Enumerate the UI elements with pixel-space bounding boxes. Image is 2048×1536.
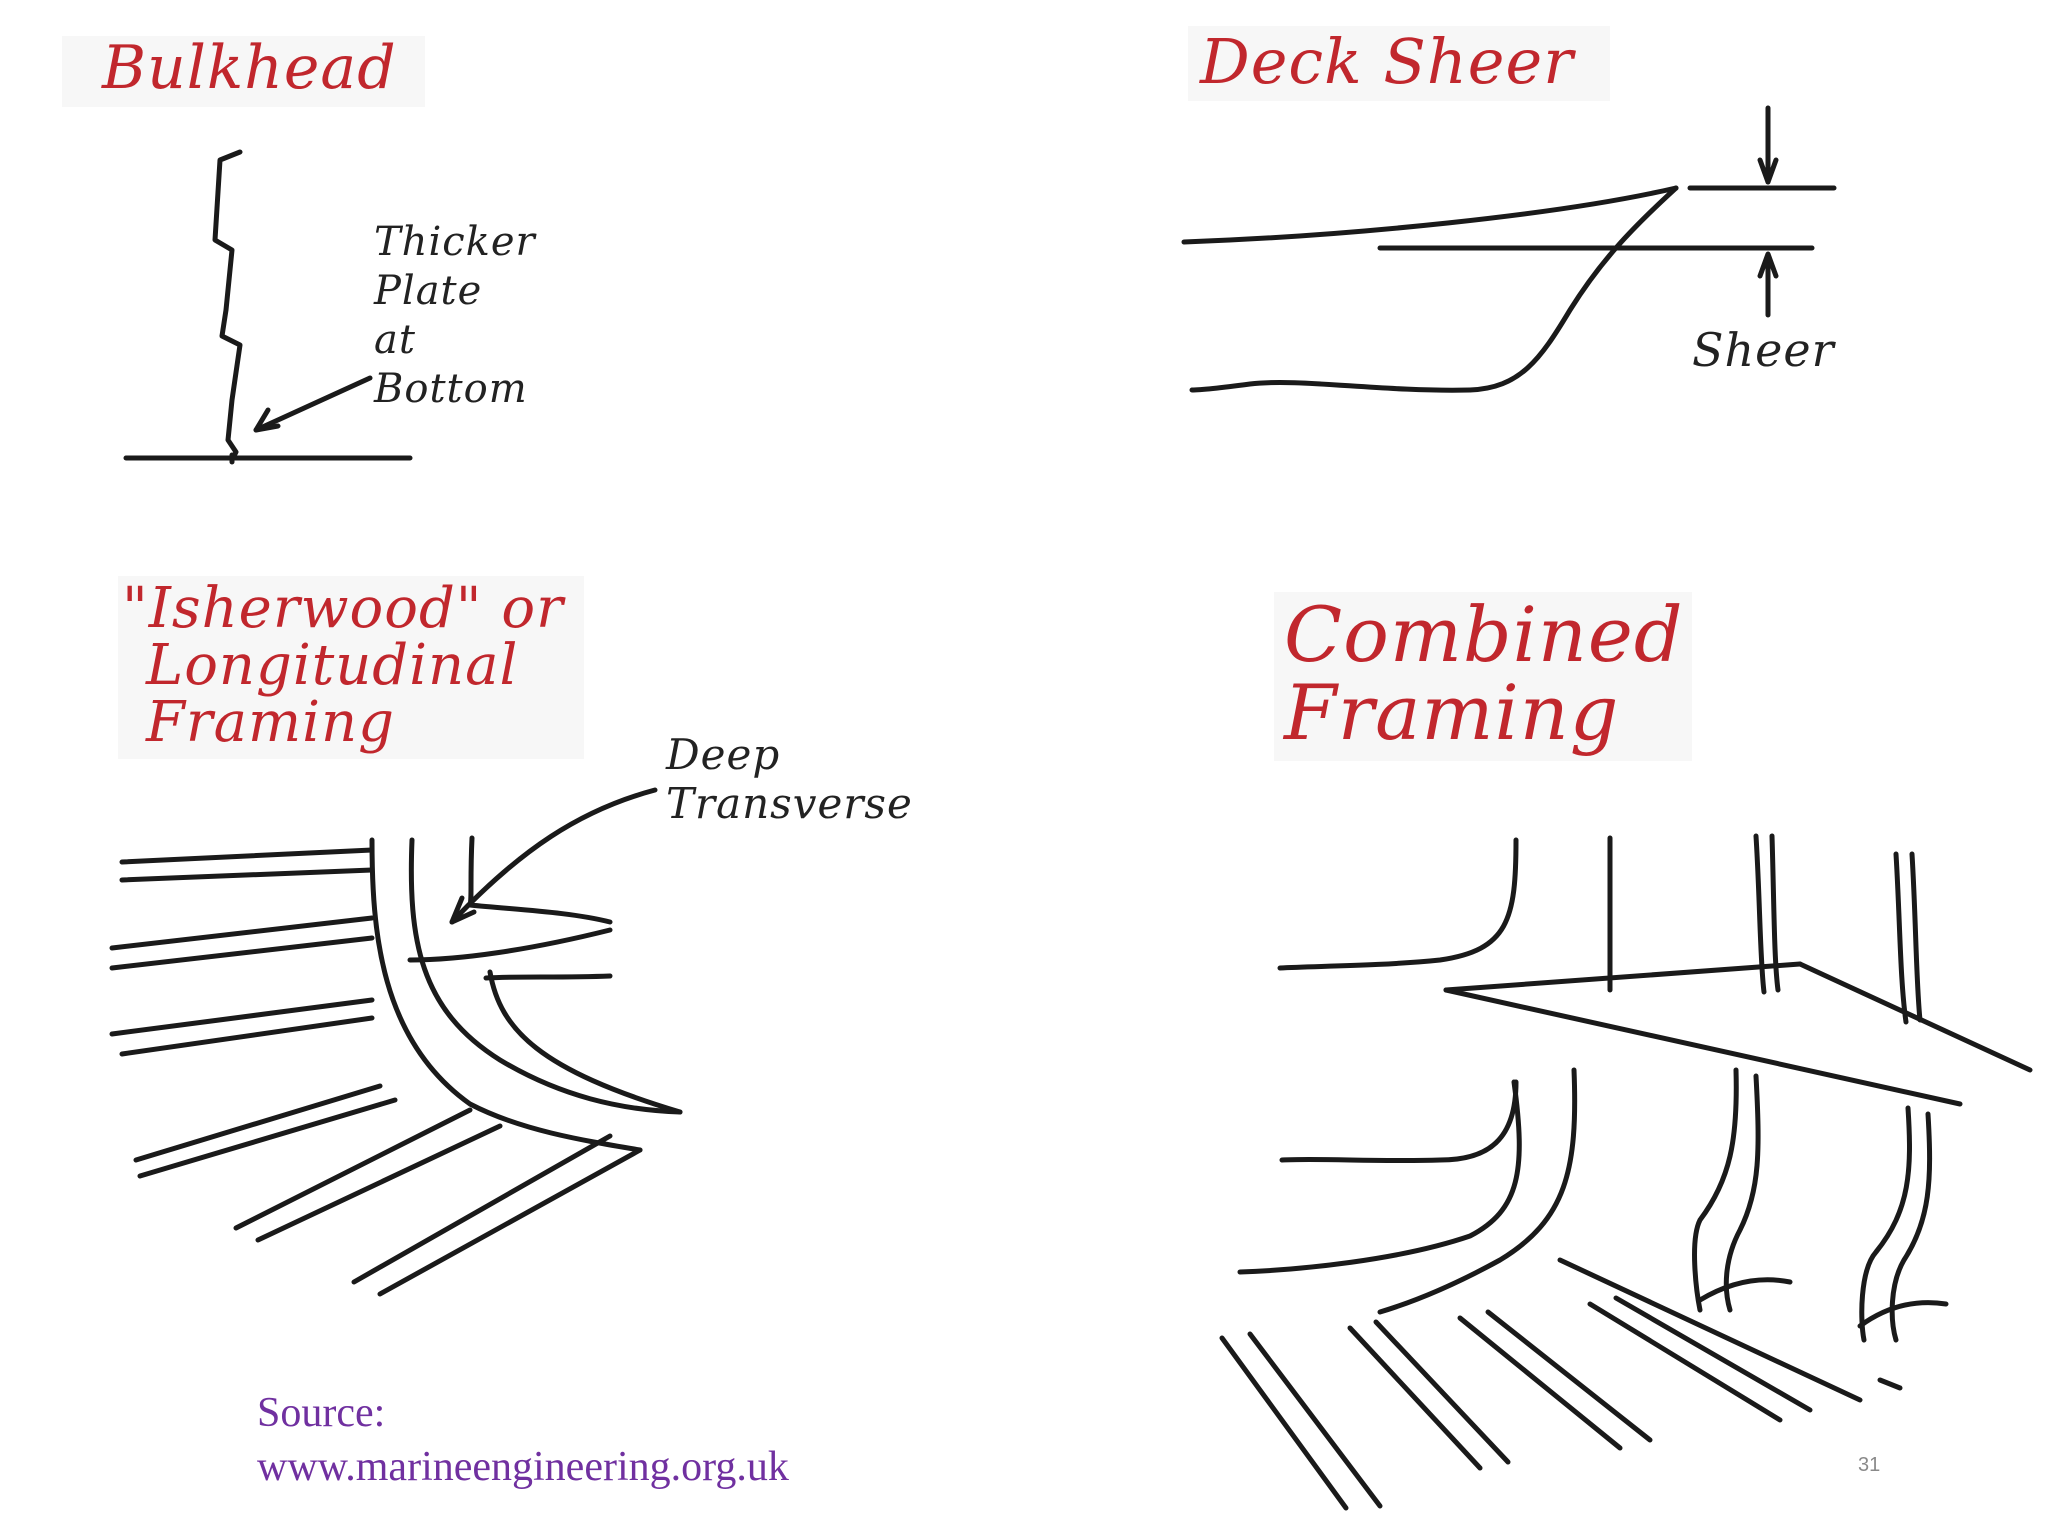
- bulkhead-sketch: [123, 149, 413, 465]
- combined-title: Combined Framing: [1274, 590, 1692, 762]
- note-line: at: [374, 317, 416, 363]
- note-line: Deep: [666, 730, 781, 779]
- sheer-label: Sheer: [1692, 323, 1835, 377]
- source-citation: Source: www.marineengineering.org.uk: [257, 1386, 789, 1494]
- note-line: Transverse: [666, 779, 913, 828]
- bulkhead-note: Thicker Plate at Bottom: [374, 218, 536, 414]
- combined-framing-sketch: [1219, 833, 2033, 1511]
- bulkhead-title: Bulkhead: [62, 36, 425, 108]
- deck-sheer-sketch: [1181, 105, 1837, 393]
- title-line: "Isherwood" or: [122, 576, 564, 641]
- deck-sheer-panel: Deck Sheer Sheer: [0, 0, 2048, 520]
- source-url[interactable]: www.marineengineering.org.uk: [257, 1444, 789, 1490]
- deck-sheer-title: Deck Sheer: [1188, 26, 1610, 102]
- source-label: Source:: [257, 1390, 386, 1436]
- longitudinal-framing-sketch: [109, 787, 683, 1297]
- longitudinal-title: "Isherwood" or Longitudinal Framing: [118, 576, 584, 760]
- title-line: Framing: [146, 690, 395, 756]
- deep-transverse-label: Deep Transverse: [666, 730, 913, 828]
- bulkhead-panel: Bulkhead Thicker Plate at Bottom: [0, 0, 1000, 520]
- longitudinal-panel: "Isherwood" or Longitudinal Framing Deep…: [0, 0, 1000, 1320]
- title-line: Longitudinal: [146, 633, 519, 699]
- title-line: Framing: [1284, 667, 1620, 757]
- page-number: 31: [1858, 1454, 1881, 1476]
- title-line: Combined: [1284, 590, 1684, 679]
- note-line: Thicker: [374, 219, 536, 265]
- note-line: Bottom: [374, 366, 528, 412]
- note-line: Plate: [374, 268, 483, 314]
